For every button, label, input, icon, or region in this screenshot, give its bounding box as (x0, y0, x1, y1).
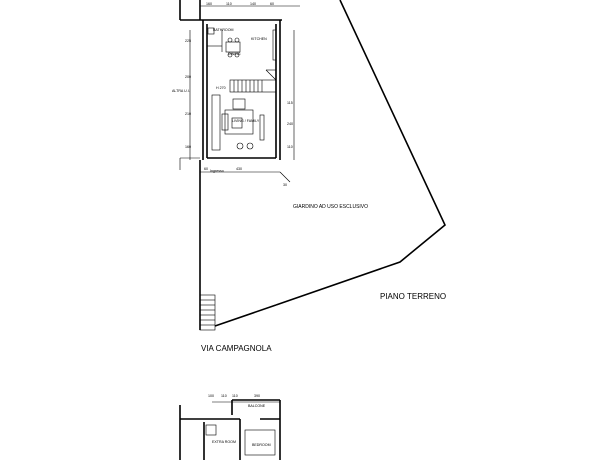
entrance-label: Ingresso (210, 169, 224, 173)
dim-left-4: 160 (185, 145, 191, 149)
neighbor-label: ALTRA U.I. (172, 89, 190, 93)
dim-left-3: 210 (185, 112, 191, 116)
furniture (207, 27, 277, 151)
garden-label: GIARDINO AD USO ESCLUSIVO (293, 204, 368, 210)
dim-left-2: 200 (185, 75, 191, 79)
dim-upper-1: 100 (208, 394, 214, 398)
room-label-bathroom: BATHROOM (213, 28, 234, 32)
dim-left-1: 225 (185, 39, 191, 43)
staircase (229, 69, 277, 93)
floor-title: PIANO TERRENO (380, 292, 446, 301)
dim-bottom-3: 30 (283, 183, 287, 187)
dim-bottom-1: 60 (204, 167, 208, 171)
ground-floor-walls (179, 0, 282, 170)
height-label: H 270 (216, 86, 226, 90)
dim-top-2: 110 (226, 2, 232, 6)
dim-bottom-2: 430 (236, 167, 242, 171)
dim-upper-4: 390 (254, 394, 260, 398)
room-label-kitchen: KITCHEN (251, 37, 267, 41)
dim-right-1: 115 (287, 101, 293, 105)
dim-top-4: 60 (270, 2, 274, 6)
room-label-bedroom: BEDROOM (252, 443, 271, 447)
room-label-living: LIVING / FAMILY (232, 119, 260, 123)
garden-boundary (199, 0, 446, 331)
upper-floor-walls (179, 399, 281, 460)
dim-upper-3: 110 (232, 394, 238, 398)
dim-top-3: 140 (250, 2, 256, 6)
dim-right-3: 110 (287, 145, 293, 149)
room-label-dining: DINING (228, 52, 241, 56)
dim-upper-2: 110 (221, 394, 227, 398)
street-label: VIA CAMPAGNOLA (201, 344, 272, 353)
room-label-balcony: BALCONE (248, 404, 266, 408)
dim-right-2: 240 (287, 122, 293, 126)
dim-top-1: 160 (206, 2, 212, 6)
room-label-extra-room: EXTRA ROOM (212, 440, 236, 444)
dimension-lines (189, 5, 300, 403)
